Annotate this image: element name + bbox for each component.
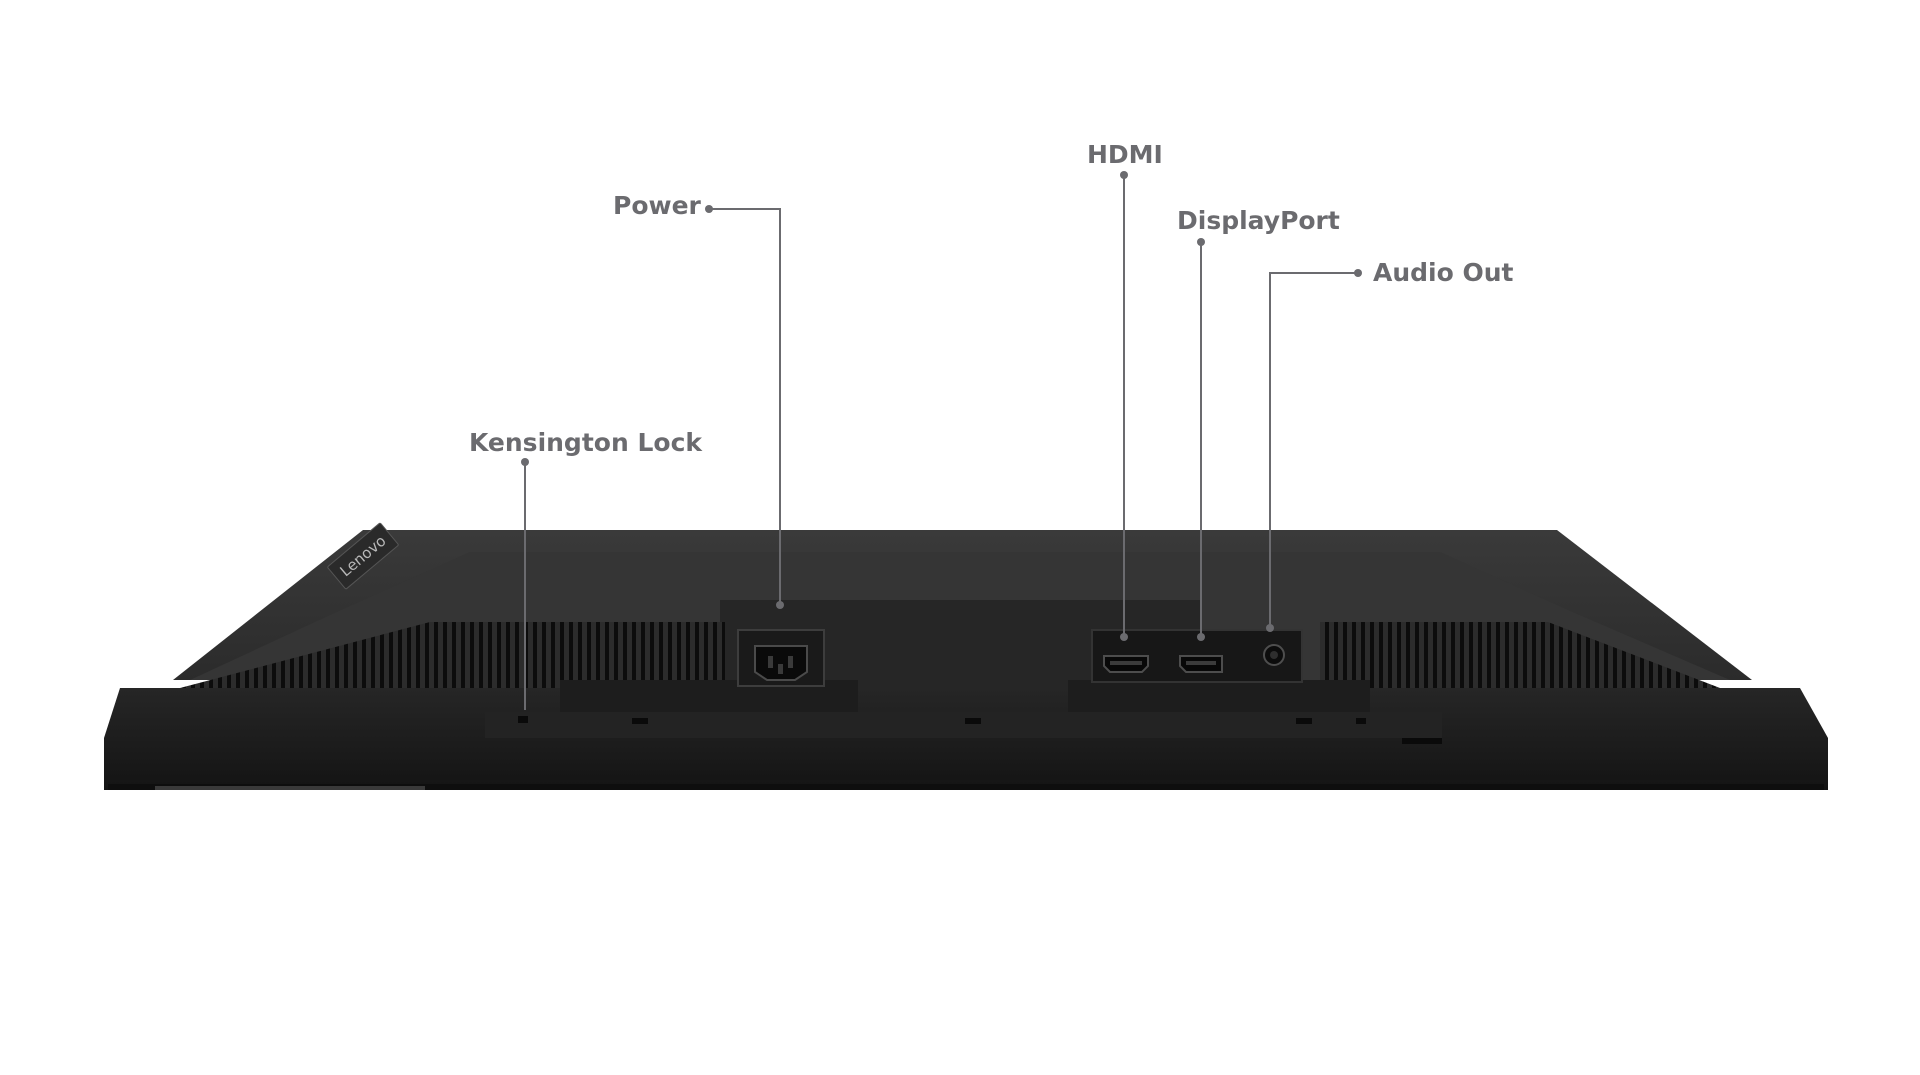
right-vent-grille xyxy=(1320,622,1720,688)
displayport-dot xyxy=(1197,238,1205,246)
control-button-strip xyxy=(155,786,425,790)
stand-bracket xyxy=(485,712,1442,738)
audio-out-leader-line xyxy=(1269,272,1356,628)
bracket-slot xyxy=(632,718,648,724)
power-dot xyxy=(705,205,713,213)
monitor-bottom-lip xyxy=(108,784,1824,790)
monitor-body xyxy=(104,530,1828,790)
center-housing-face xyxy=(720,600,1200,690)
monitor-front-edge xyxy=(104,688,1828,790)
bracket-slot xyxy=(1296,718,1312,724)
audio-out-target-dot xyxy=(1266,624,1274,632)
bracket-slot xyxy=(1356,718,1366,724)
power-target-dot xyxy=(776,601,784,609)
left-vent-grille xyxy=(180,622,725,688)
edge-button xyxy=(1402,738,1442,744)
audio-out-dot xyxy=(1354,269,1362,277)
power-leader-line xyxy=(711,208,781,605)
audio-out-jack xyxy=(1263,644,1285,666)
hdmi-dot xyxy=(1120,171,1128,179)
bracket-slot xyxy=(965,718,981,724)
leader-lines xyxy=(524,175,1356,710)
hdmi-port xyxy=(1103,655,1149,673)
displayport-port xyxy=(1179,655,1223,673)
hdmi-target-dot xyxy=(1120,633,1128,641)
audio-out-label: Audio Out xyxy=(1373,258,1514,287)
leader-dots xyxy=(521,171,1362,641)
lower-panel-left xyxy=(560,680,858,712)
kensington-dot xyxy=(521,458,529,466)
power-label: Power xyxy=(613,191,701,220)
power-socket xyxy=(737,629,825,687)
displayport-label: DisplayPort xyxy=(1177,206,1340,235)
lower-panel-right xyxy=(1068,680,1370,712)
displayport-target-dot xyxy=(1197,633,1205,641)
hdmi-label: HDMI xyxy=(1087,140,1163,169)
kensington-lock-label: Kensington Lock xyxy=(469,428,703,457)
kensington-slot xyxy=(518,716,528,723)
